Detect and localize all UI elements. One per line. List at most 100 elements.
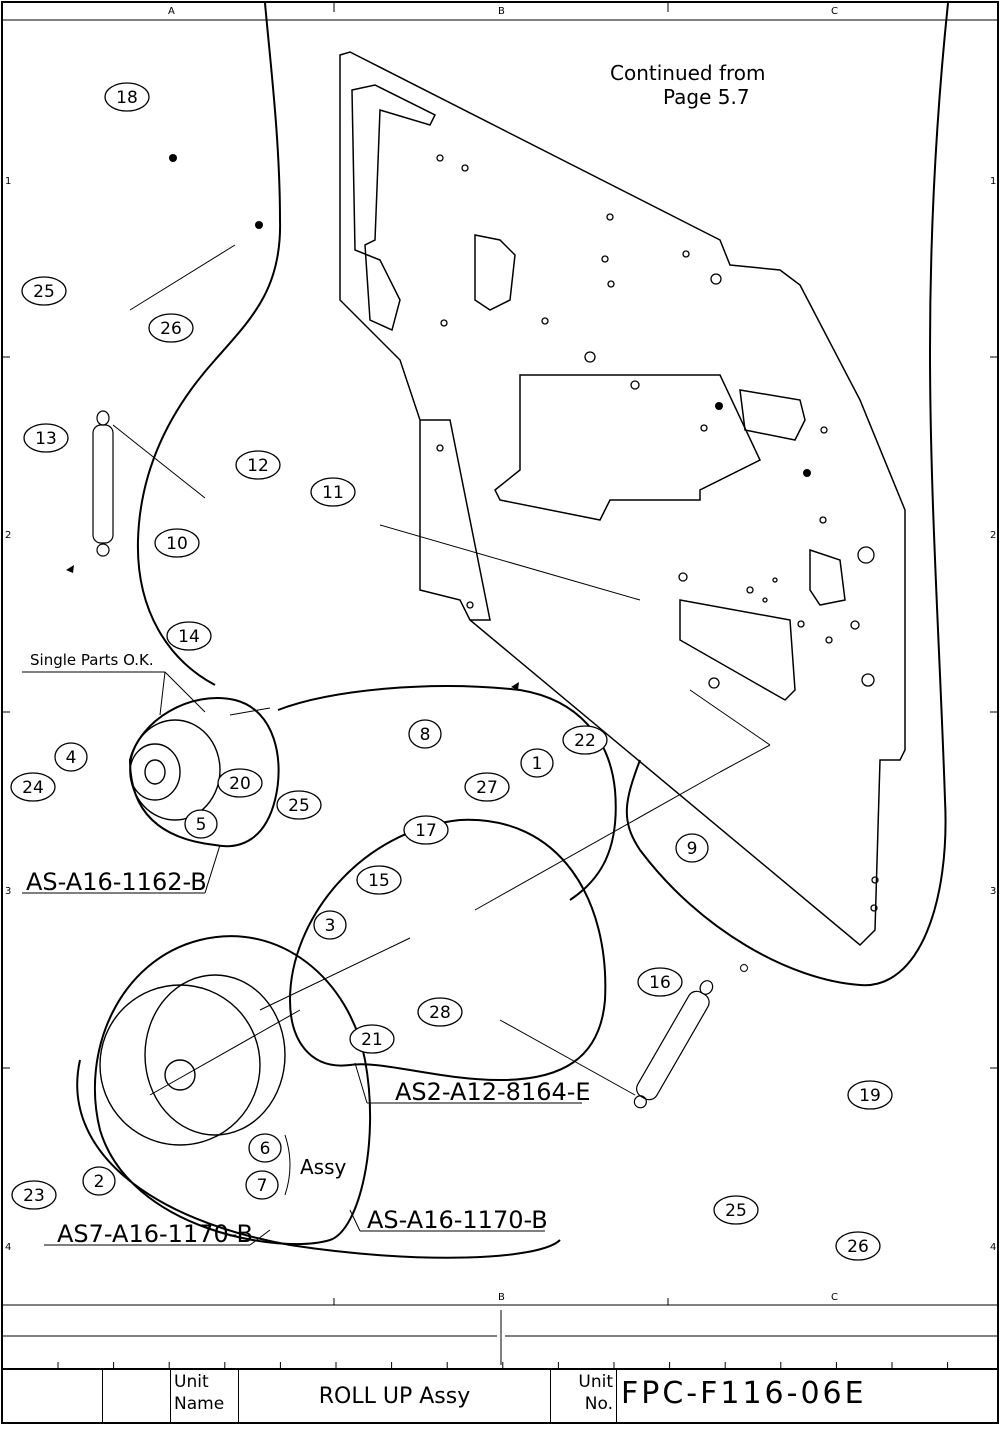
callout-11: 11: [310, 477, 356, 507]
callout-balloon: [520, 748, 554, 778]
callout-13: 13: [23, 423, 69, 453]
callout-10: 10: [154, 528, 200, 558]
callout-number: 10: [166, 534, 188, 554]
callout-number: 13: [35, 429, 57, 449]
unit-no-cell: FPC-F116-06E: [616, 1369, 997, 1423]
grid-col-b-top: B: [498, 6, 505, 17]
callout-balloon: [235, 450, 281, 480]
unit-name-value: ROLL UP Assy: [318, 1383, 471, 1409]
callout-balloon: [21, 276, 67, 306]
callout-balloon: [104, 82, 150, 112]
unit-name-cell: ROLL UP Assy: [238, 1369, 550, 1423]
callout-balloon: [713, 1195, 759, 1225]
grid-row-4-left: 4: [5, 1242, 11, 1253]
boundary-outer-gear: [76, 1059, 561, 1259]
callout-9: 9: [675, 833, 709, 863]
callout-number: 17: [415, 821, 437, 841]
callout-2: 2: [82, 1166, 116, 1196]
continued-page-text: Page 5.7: [663, 85, 750, 109]
callout-25-2: 25: [276, 790, 322, 820]
callout-8: 8: [408, 719, 442, 749]
boundary-gear-7: [93, 935, 372, 1246]
callout-16: 16: [637, 967, 683, 997]
side-plate: [339, 51, 906, 947]
grid-row-2-left: 2: [5, 530, 11, 541]
callout-balloon: [148, 313, 194, 343]
callout-balloon: [166, 621, 212, 651]
callout-number: 16: [649, 973, 671, 993]
callout-balloon: [23, 423, 69, 453]
single-parts-note: Single Parts O.K.: [30, 651, 154, 669]
callout-number: 5: [196, 815, 207, 835]
callout-number: 25: [725, 1201, 747, 1221]
grid-row-3-left: 3: [5, 886, 11, 897]
grid-row-1-right: 1: [990, 176, 996, 187]
callout-27: 27: [464, 772, 510, 802]
callout-23: 23: [11, 1180, 57, 1210]
callout-balloon: [835, 1231, 881, 1261]
callout-22: 22: [562, 725, 608, 755]
continued-from-text: Continued from: [610, 61, 766, 85]
callout-28: 28: [417, 997, 463, 1027]
gear-7: [99, 974, 286, 1146]
callout-balloon: [310, 477, 356, 507]
callout-number: 25: [288, 796, 310, 816]
boundary-curve-mid: [277, 685, 617, 901]
callout-number: 14: [178, 627, 200, 647]
callout-balloon: [408, 719, 442, 749]
callout-balloon: [417, 997, 463, 1027]
callout-17: 17: [403, 815, 449, 845]
callout-number: 26: [847, 1237, 869, 1257]
spring-13: [92, 410, 114, 557]
callout-number: 25: [33, 282, 55, 302]
callout-number: 11: [322, 483, 344, 503]
callout-number: 22: [574, 731, 596, 751]
assembly-label-as-a16-1162-b: AS-A16-1162-B: [26, 868, 207, 896]
callout-balloon: [11, 1180, 57, 1210]
callout-balloon: [54, 742, 88, 772]
callout-number: 27: [476, 778, 498, 798]
callout-balloon: [403, 815, 449, 845]
callout-balloon: [562, 725, 608, 755]
callout-number: 9: [687, 839, 698, 859]
spring-16: [633, 980, 714, 1109]
leader-lines: [112, 244, 771, 1096]
grid-row-4-right: 4: [990, 1242, 996, 1253]
plate-holes: [436, 154, 879, 912]
callout-balloon: [245, 1170, 279, 1200]
callout-number: 12: [247, 456, 269, 476]
grid-col-a-top: A: [168, 6, 175, 17]
callout-26-2: 26: [835, 1231, 881, 1261]
grid-row-3-right: 3: [990, 886, 996, 897]
callout-number: 15: [368, 871, 390, 891]
callout-21: 21: [349, 1024, 395, 1054]
callout-balloon: [248, 1133, 282, 1163]
callout-19: 19: [847, 1080, 893, 1110]
assembly-label-as-a16-1170-b: AS-A16-1170-B: [367, 1206, 548, 1234]
title-block-blank: [102, 1369, 170, 1423]
assembly-label-as2-a12-8164-e: AS2-A12-8164-E: [395, 1078, 591, 1106]
callout-balloon: [356, 865, 402, 895]
callout-5: 5: [184, 809, 218, 839]
gear-5: [129, 719, 221, 821]
callout-12: 12: [235, 450, 281, 480]
callout-number: 7: [257, 1176, 268, 1196]
callout-number: 18: [116, 88, 138, 108]
callout-number: 26: [160, 319, 182, 339]
side-plate-outline: [339, 51, 906, 947]
grid-col-c-bottom: C: [831, 1292, 838, 1303]
callout-balloon: [313, 910, 347, 940]
unit-name-label-line2: Name: [174, 1394, 225, 1414]
callout-number: 20: [229, 774, 251, 794]
callout-balloon: [10, 772, 56, 802]
unit-no-label-line2: No.: [584, 1394, 613, 1414]
callout-24: 24: [10, 772, 56, 802]
grid-row-1-left: 1: [5, 176, 11, 187]
boundary-arm-assy: [288, 818, 607, 1082]
callout-balloon: [847, 1080, 893, 1110]
